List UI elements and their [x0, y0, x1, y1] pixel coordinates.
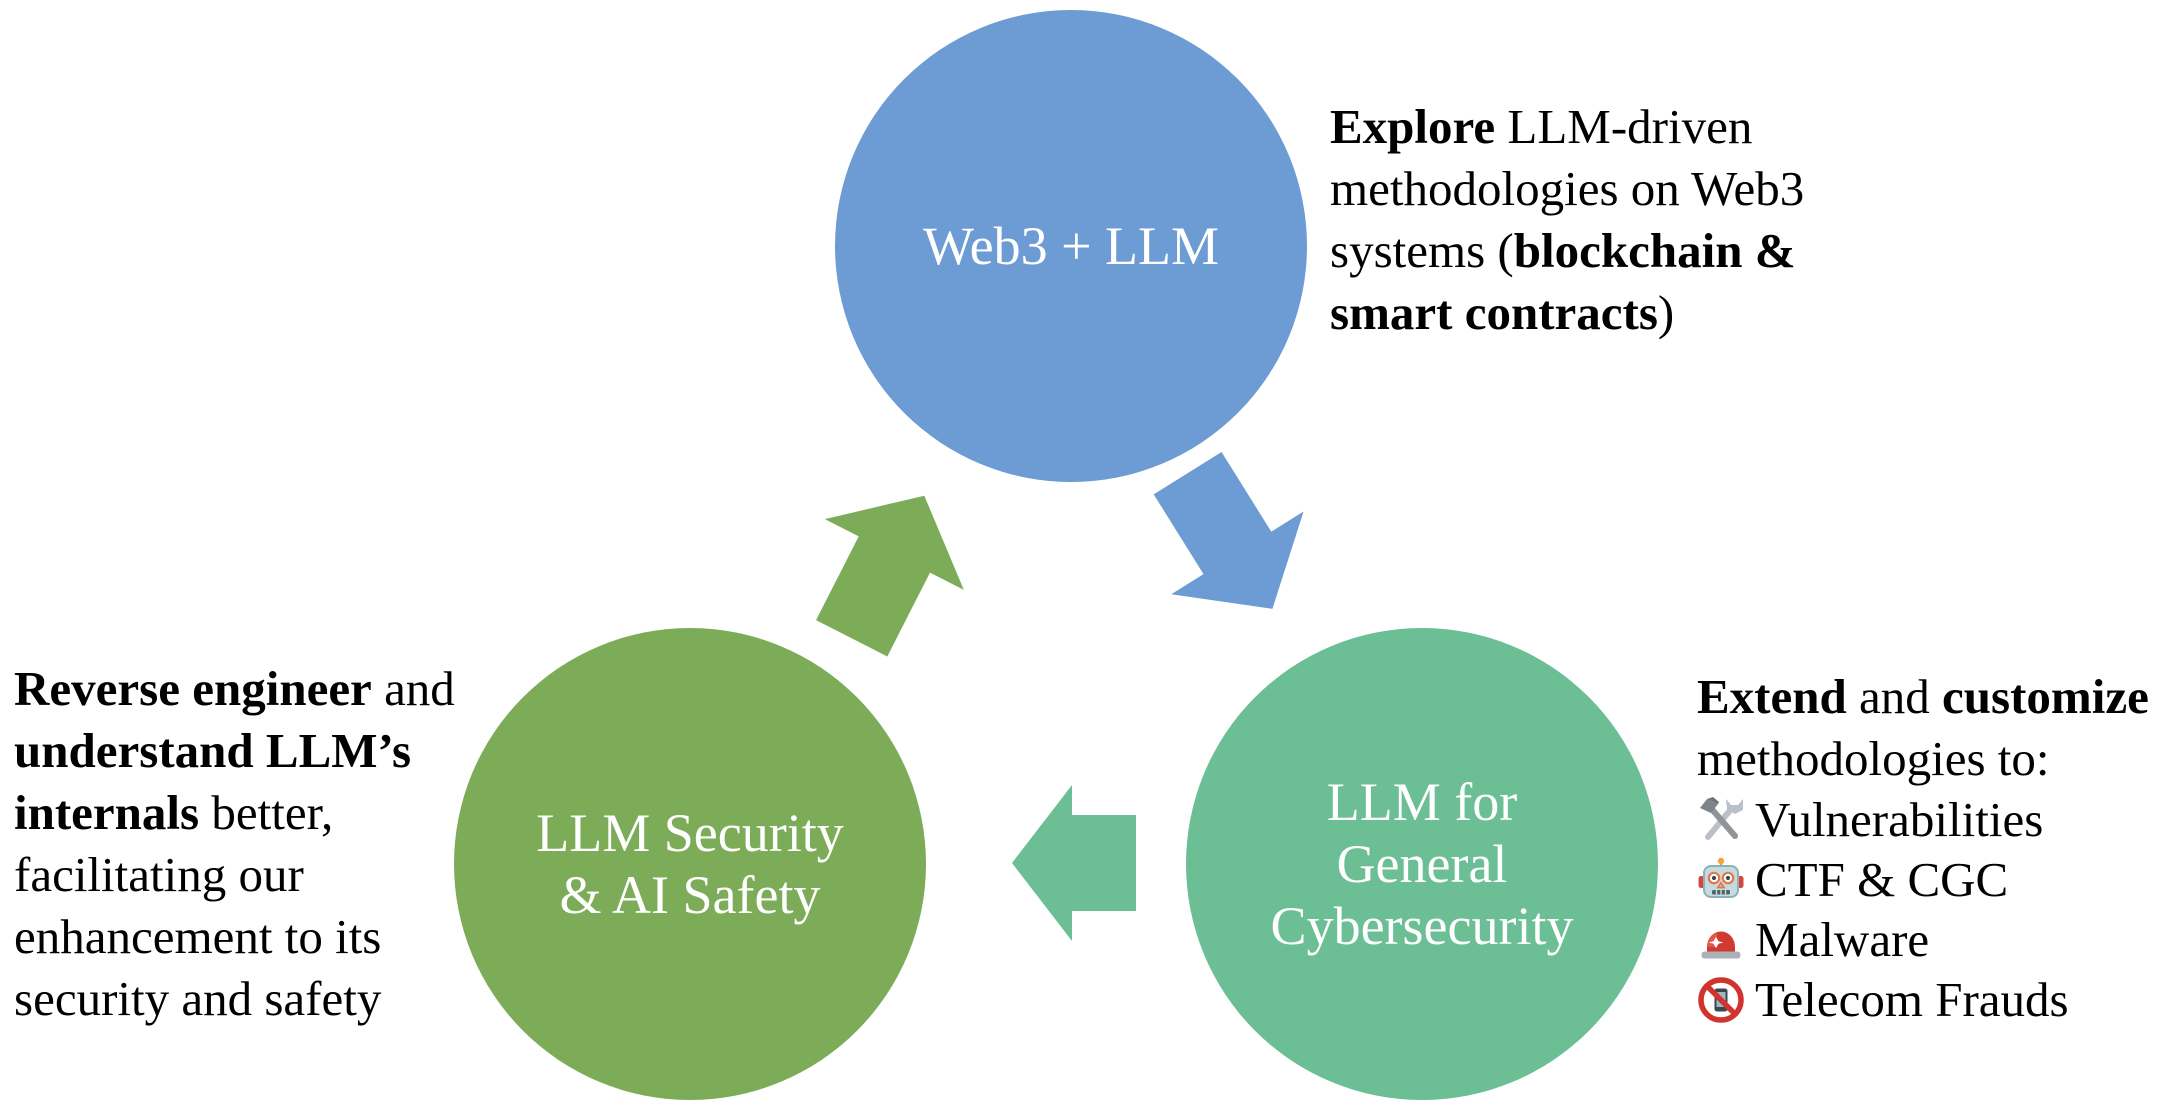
- list-item-ctf-cgc: CTF & CGC: [1697, 850, 2177, 910]
- circle-web3-llm: Web3 + LLM: [835, 10, 1307, 482]
- circle-web3-llm-label: Web3 + LLM: [922, 216, 1220, 276]
- text-line: methodologies to:: [1697, 731, 2050, 786]
- annotation-reverse-engineer: Reverse engineer and understand LLM’s in…: [14, 658, 494, 1030]
- text-line: security and safety: [14, 971, 382, 1026]
- siren-icon: [1697, 916, 1745, 964]
- hammer-wrench-icon: [1697, 796, 1745, 844]
- annotation-explore-web3: Explore LLM-driven methodologies on Web3…: [1330, 96, 1890, 344]
- text-line: smart contracts): [1330, 285, 1675, 340]
- circle-llm-general-cybersecurity: LLM for General Cybersecurity: [1186, 628, 1658, 1100]
- text-line: Explore LLM-driven: [1330, 99, 1753, 154]
- list-item-label: Malware: [1755, 912, 1930, 967]
- text-line: Extend and customize: [1697, 669, 2149, 724]
- list-item-vulnerabilities: Vulnerabilities: [1697, 790, 2177, 850]
- annotation-extend-customize: Extend and customize methodologies to: V…: [1697, 666, 2177, 1030]
- no-phone-icon: [1697, 976, 1745, 1024]
- text-line: understand LLM’s: [14, 723, 412, 778]
- text-line: Reverse engineer and: [14, 661, 455, 716]
- circle-llm-security-ai-safety-label: LLM Security & AI Safety: [536, 803, 844, 925]
- text-line: methodologies on Web3: [1330, 161, 1805, 216]
- list-item-label: Vulnerabilities: [1755, 792, 2044, 847]
- list-item-telecom-frauds: Telecom Frauds: [1697, 970, 2177, 1030]
- robot-icon: [1697, 856, 1745, 904]
- arrow-cyber-to-safety: [1012, 785, 1136, 941]
- text-line: enhancement to its: [14, 909, 382, 964]
- list-item-label: Telecom Frauds: [1755, 972, 2069, 1027]
- text-line: systems (blockchain &: [1330, 223, 1796, 278]
- arrow-safety-to-web3: [816, 495, 964, 657]
- text-line: facilitating our: [14, 847, 304, 902]
- circle-llm-general-cybersecurity-label: LLM for General Cybersecurity: [1270, 772, 1574, 956]
- circle-llm-security-ai-safety: LLM Security & AI Safety: [454, 628, 926, 1100]
- list-item-label: CTF & CGC: [1755, 852, 2009, 907]
- list-item-malware: Malware: [1697, 910, 2177, 970]
- text-line: internals better,: [14, 785, 334, 840]
